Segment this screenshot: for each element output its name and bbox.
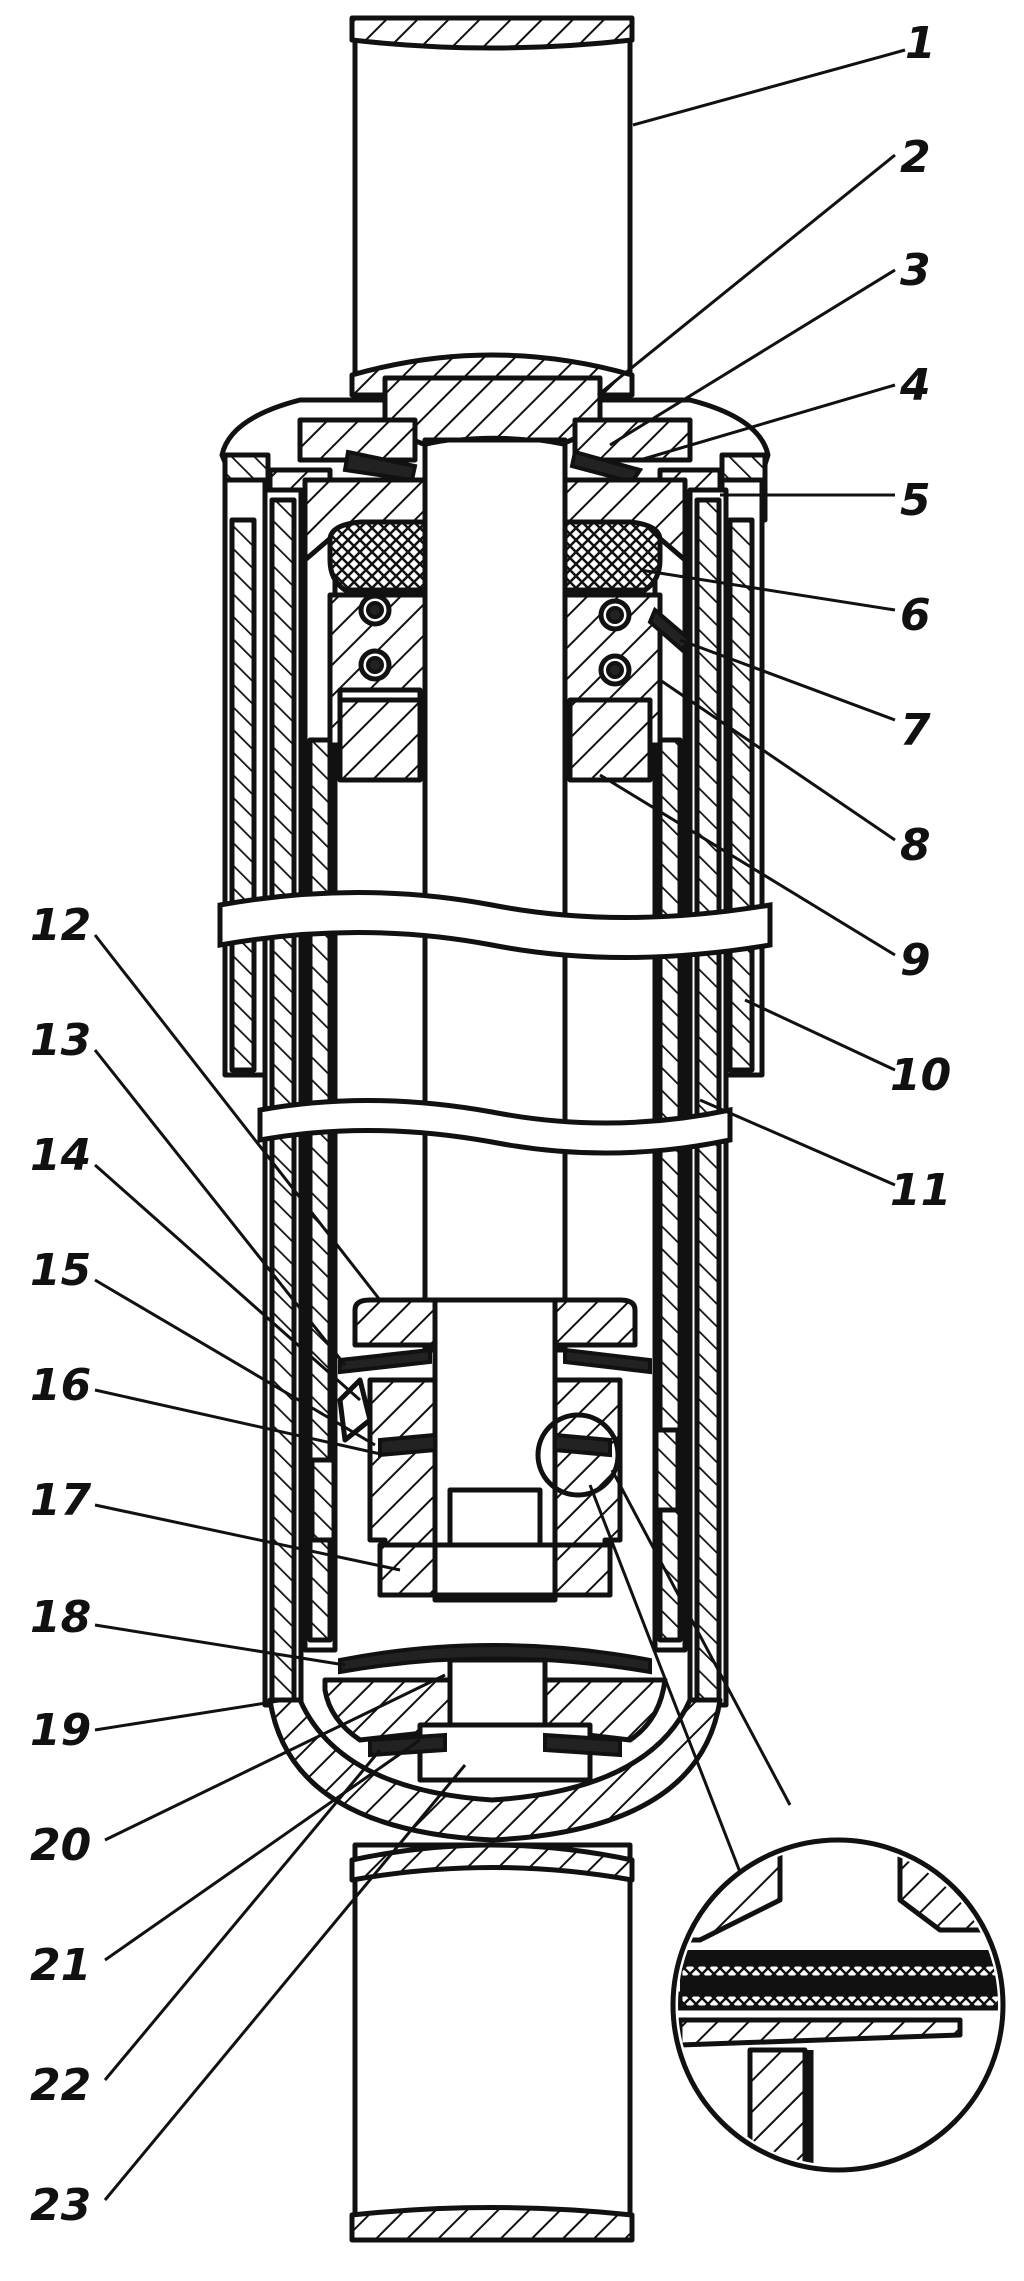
- callout-label-15: 15: [30, 1245, 91, 1296]
- callout-label-11: 11: [890, 1165, 951, 1216]
- callout-label-14: 14: [30, 1130, 91, 1181]
- callout-label-1: 1: [905, 18, 936, 69]
- detail-view-circle: [588, 1469, 1006, 2173]
- callout-labels: 1 2 3 4 5 6 7 8 9 10 11 12 13 14 15 16 1…: [30, 18, 951, 2231]
- callout-label-21: 21: [30, 1940, 91, 1991]
- callout-label-18: 18: [30, 1592, 91, 1643]
- base-valve-assembly: [267, 1643, 723, 1843]
- callout-label-17: 17: [30, 1475, 92, 1526]
- upper-mount-tube: [349, 15, 635, 398]
- callout-label-12: 12: [30, 900, 91, 951]
- piston-rod: [422, 435, 568, 1353]
- rod-seal-stack: [302, 477, 693, 783]
- callout-label-19: 19: [30, 1705, 91, 1756]
- reservoir-tube: [262, 487, 729, 1708]
- callout-label-3: 3: [900, 245, 931, 296]
- break-lines: [217, 890, 773, 1156]
- callout-label-9: 9: [900, 935, 931, 986]
- callout-label-5: 5: [900, 475, 931, 526]
- piston-assembly: [309, 1297, 681, 1603]
- callout-label-20: 20: [30, 1820, 91, 1871]
- callout-label-6: 6: [900, 590, 931, 641]
- callout-label-22: 22: [30, 2060, 91, 2111]
- callout-leaders: [93, 48, 906, 2201]
- callout-label-2: 2: [900, 132, 931, 183]
- callout-label-16: 16: [30, 1360, 91, 1411]
- callout-label-23: 23: [30, 2180, 91, 2231]
- callout-label-7: 7: [900, 705, 931, 756]
- callout-label-13: 13: [30, 1015, 91, 1066]
- callout-label-10: 10: [890, 1050, 951, 1101]
- callout-label-8: 8: [900, 820, 931, 871]
- callout-label-4: 4: [899, 360, 931, 411]
- lower-mount-tube: [349, 1842, 635, 2243]
